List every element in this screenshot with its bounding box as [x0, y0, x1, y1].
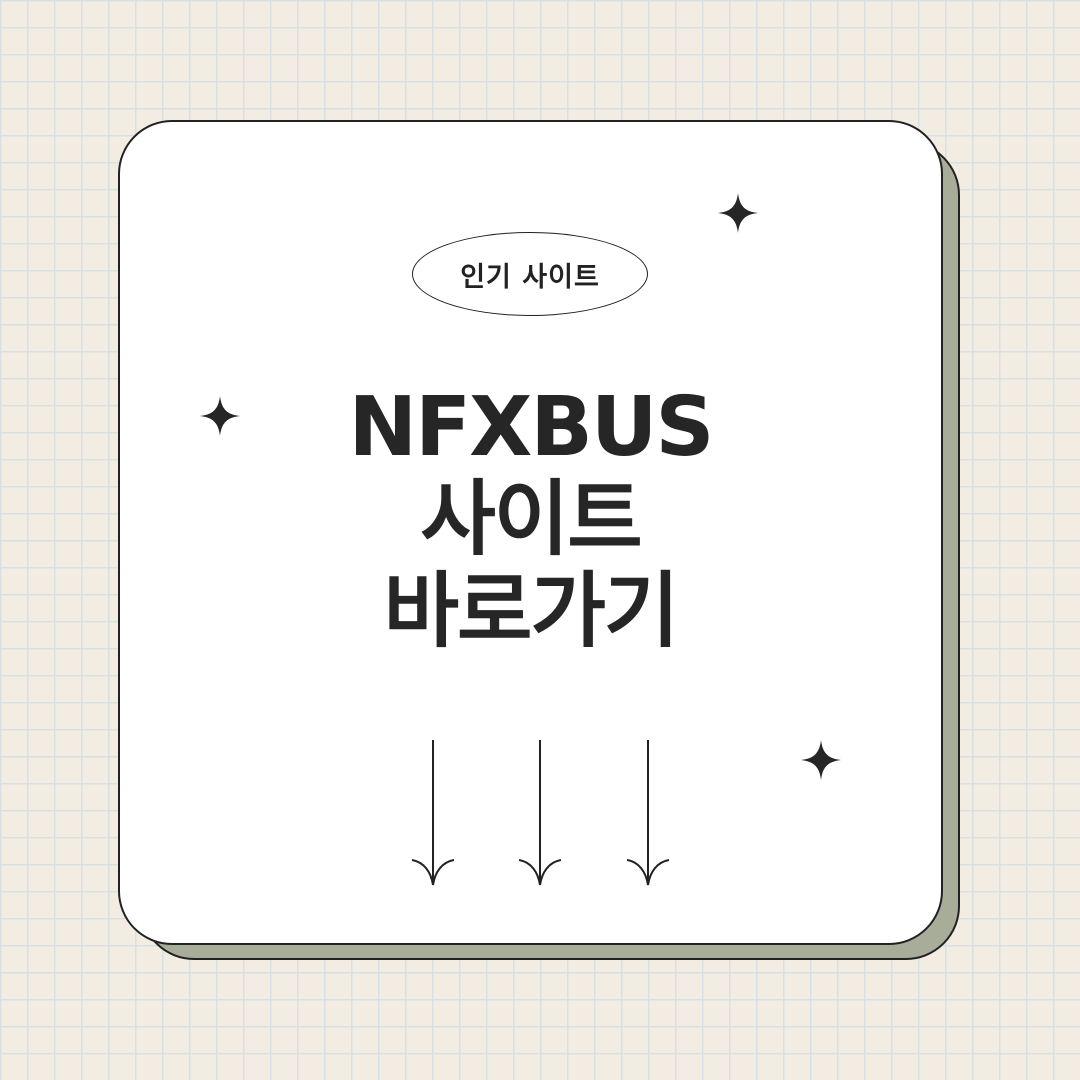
popular-badge: 인기 사이트 — [412, 232, 648, 316]
popular-badge-label: 인기 사이트 — [460, 261, 600, 293]
sparkle-icon — [801, 740, 841, 780]
headline-line-2: 사이트 — [420, 472, 642, 567]
sparkle-icon — [200, 396, 240, 436]
arrow-down-icon — [625, 740, 671, 888]
sparkle-icon — [718, 193, 758, 233]
arrow-down-icon — [410, 740, 456, 888]
headline-line-3: 바로가기 — [383, 564, 680, 659]
headline-line-1: NFXBUS — [348, 380, 714, 475]
arrow-down-icon — [517, 740, 563, 888]
headline: NFXBUS 사이트 바로가기 — [118, 382, 943, 658]
